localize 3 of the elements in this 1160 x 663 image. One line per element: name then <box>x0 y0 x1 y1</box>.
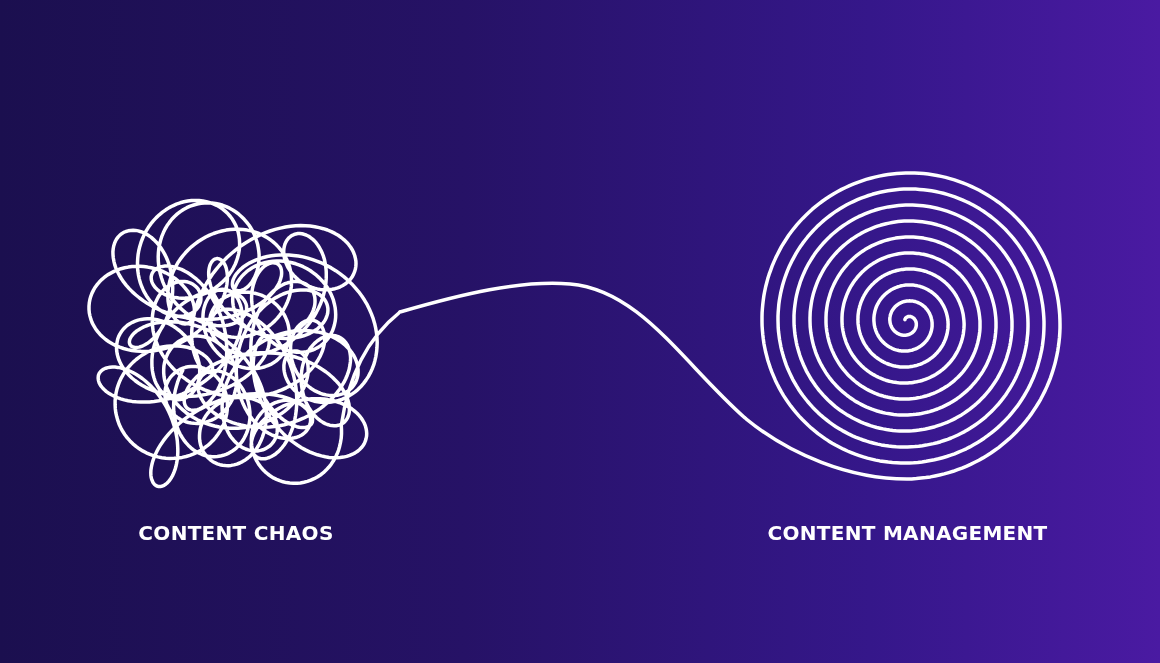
thread-connector <box>398 281 747 420</box>
caption-label: CONTENT CHAOS <box>138 521 334 545</box>
caption-label: CONTENT MANAGEMENT <box>767 521 1048 545</box>
